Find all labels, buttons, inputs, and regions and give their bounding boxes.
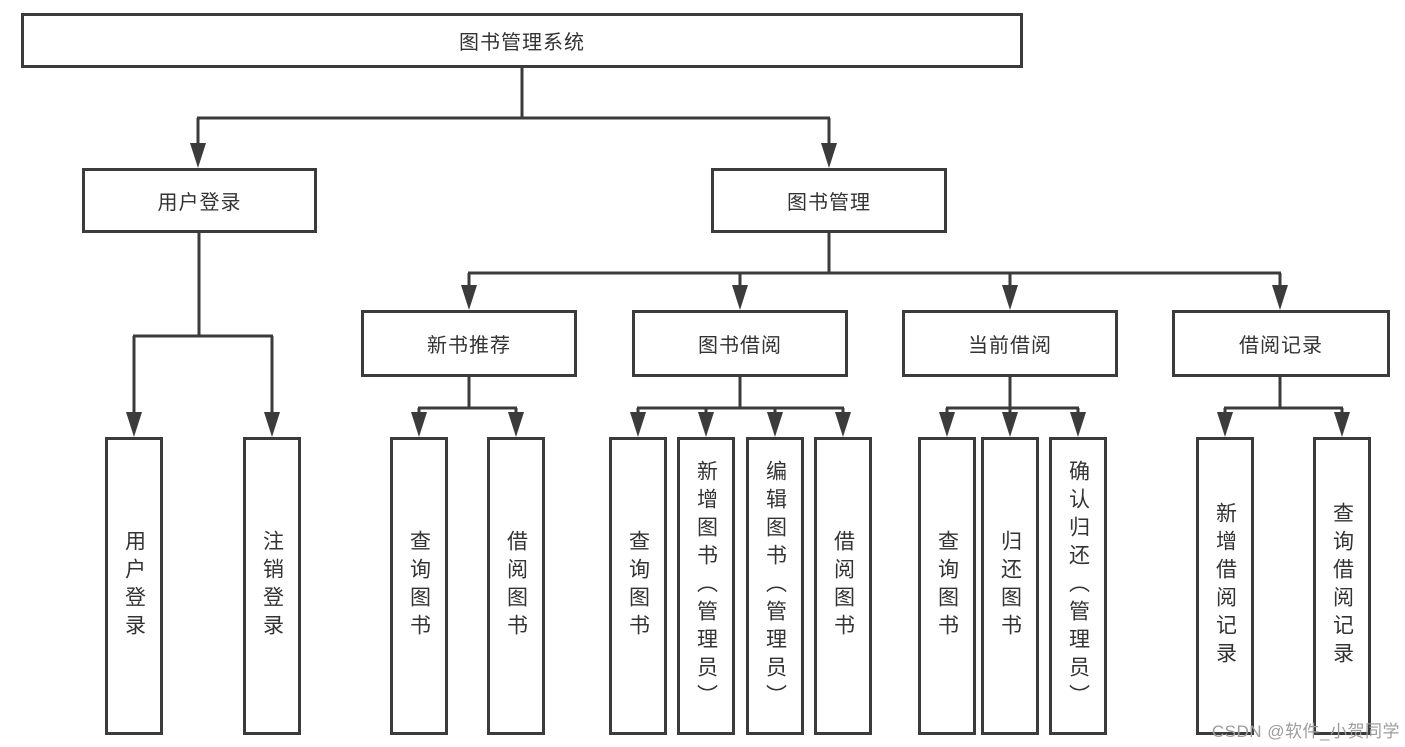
arrowhead-icon — [767, 412, 783, 437]
arrowhead-icon — [508, 412, 524, 437]
arrowhead-icon — [1002, 412, 1018, 437]
arrowhead-icon — [1272, 285, 1288, 310]
node-book-borrow: 图书借阅 — [632, 310, 848, 377]
node-label: 图书借阅 — [698, 335, 782, 357]
leaf-label: 查询图书 — [626, 530, 650, 642]
arrowhead-icon — [821, 143, 837, 168]
leaf-recommend-borrow-book: 借阅图书 — [487, 437, 545, 735]
leaf-label: 新增借阅记录 — [1213, 502, 1237, 670]
leaf-current-confirm-return-admin: 确认归还（管理员） — [1049, 437, 1107, 735]
arrowhead-icon — [1334, 412, 1350, 437]
arrowhead-icon — [461, 285, 477, 310]
node-label: 借阅记录 — [1239, 335, 1323, 357]
leaf-label: 借阅图书 — [831, 530, 855, 642]
leaf-label: 确认归还（管理员） — [1066, 460, 1090, 712]
node-new-book-recommend: 新书推荐 — [361, 310, 577, 377]
leaf-label: 查询图书 — [407, 530, 431, 642]
leaf-label: 查询图书 — [935, 530, 959, 642]
arrowhead-icon — [939, 412, 955, 437]
arrowhead-icon — [630, 412, 646, 437]
arrowhead-icon — [411, 412, 427, 437]
arrowhead-icon — [835, 412, 851, 437]
leaf-label: 用户登录 — [122, 530, 146, 642]
node-user-login-branch: 用户登录 — [82, 168, 317, 233]
csdn-watermark: CSDN @软件_小贺同学 — [1211, 722, 1400, 741]
leaf-label: 借阅图书 — [504, 530, 528, 642]
node-label: 当前借阅 — [968, 335, 1052, 357]
arrowhead-icon — [190, 143, 206, 168]
node-current-borrow: 当前借阅 — [902, 310, 1118, 377]
leaf-label: 查询借阅记录 — [1330, 502, 1354, 670]
leaf-recommend-query-book: 查询图书 — [390, 437, 448, 735]
leaf-borrow-query-book: 查询图书 — [609, 437, 667, 735]
leaf-borrow-add-book-admin: 新增图书（管理员） — [677, 437, 735, 735]
leaf-label: 编辑图书（管理员） — [763, 460, 787, 712]
node-label: 图书管理 — [787, 192, 871, 214]
node-label: 新书推荐 — [427, 335, 511, 357]
leaf-user-login: 用户登录 — [105, 437, 163, 735]
arrowhead-icon — [1070, 412, 1086, 437]
arrowhead-icon — [264, 412, 280, 437]
leaf-current-query-book: 查询图书 — [918, 437, 976, 735]
node-book-management-branch: 图书管理 — [711, 168, 947, 233]
leaf-record-add-borrow-record: 新增借阅记录 — [1196, 437, 1254, 735]
leaf-borrow-edit-book-admin: 编辑图书（管理员） — [746, 437, 804, 735]
arrowhead-icon — [732, 285, 748, 310]
leaf-label: 新增图书（管理员） — [694, 460, 718, 712]
arrowhead-icon — [698, 412, 714, 437]
arrowhead-icon — [1217, 412, 1233, 437]
node-label: 用户登录 — [157, 192, 242, 214]
node-label: 图书管理系统 — [459, 32, 585, 54]
leaf-record-query-borrow-record: 查询借阅记录 — [1313, 437, 1371, 735]
leaf-label: 归还图书 — [998, 530, 1022, 642]
leaf-borrow-borrow-book: 借阅图书 — [814, 437, 872, 735]
arrowhead-icon — [1002, 285, 1018, 310]
leaf-logout: 注销登录 — [243, 437, 301, 735]
node-borrow-records: 借阅记录 — [1172, 310, 1390, 377]
leaf-current-return-book: 归还图书 — [981, 437, 1039, 735]
leaf-label: 注销登录 — [260, 530, 284, 642]
node-root-system: 图书管理系统 — [21, 13, 1023, 68]
arrowhead-icon — [126, 412, 142, 437]
